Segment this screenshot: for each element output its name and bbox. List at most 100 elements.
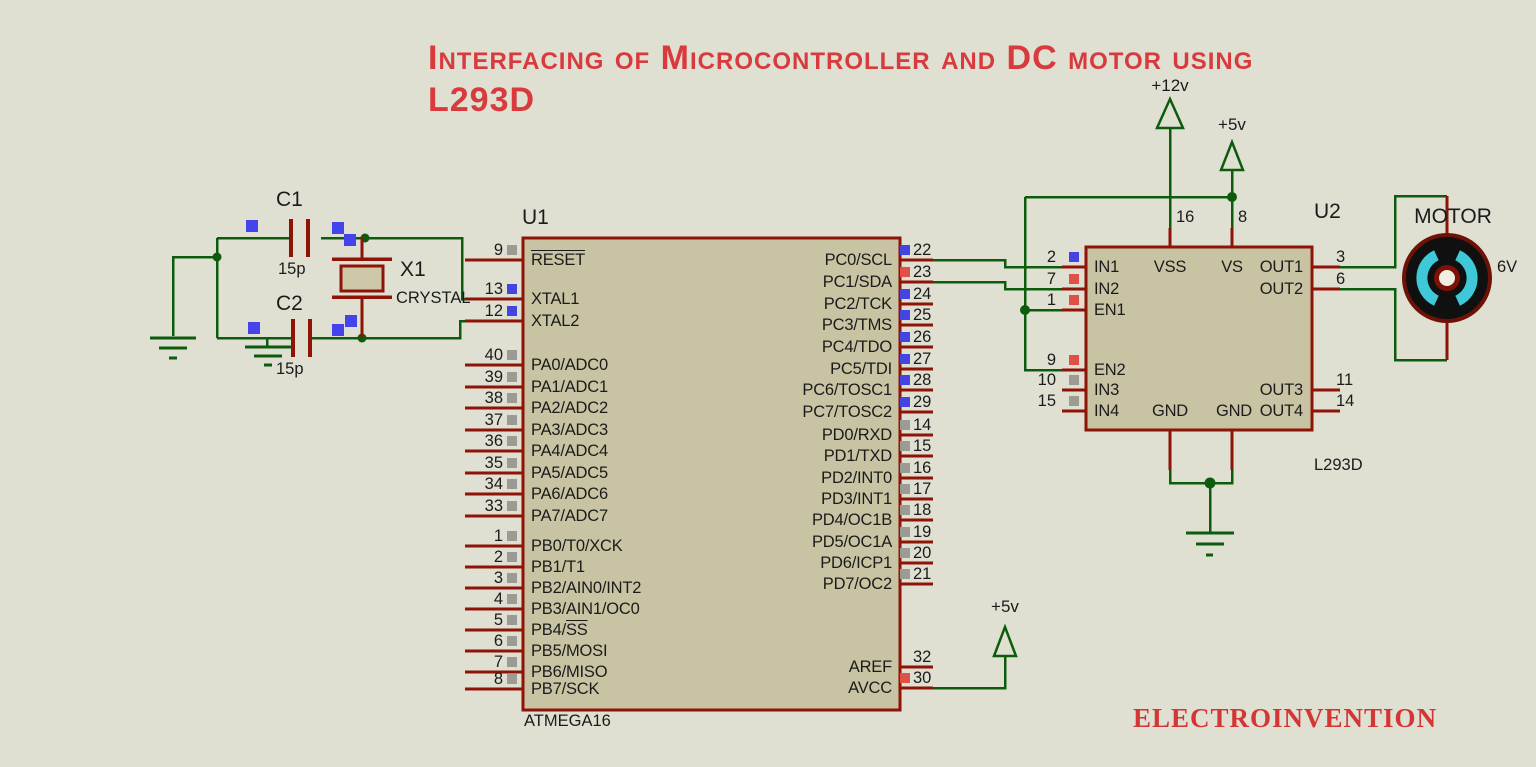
pin-name: EN1 [1094,301,1126,319]
pin-name: PB1/T1 [531,558,585,576]
pin-number: 2 [493,548,503,566]
u2-vss-label: VSS [1153,258,1187,276]
selection-square [344,234,356,246]
pin-name: PD3/INT1 [821,490,892,508]
pin-number: 25 [913,306,932,324]
wire-out2-to-motor [1340,287,1447,362]
pin-name: XTAL2 [531,312,580,330]
pin-number: 28 [913,371,932,389]
pin-name: PB4/SS [531,621,588,639]
pin-marker-gray [507,501,517,511]
pin-marker-gray [507,531,517,541]
pin-name: PD1/TXD [823,447,892,465]
pin-name: PD2/INT0 [821,469,892,487]
pin-marker-gray [507,415,517,425]
pin-marker-gray [900,548,910,558]
u1-ref: U1 [522,206,549,229]
pin-name: IN3 [1094,381,1120,399]
pin-name: PD6/ICP1 [820,554,892,572]
u1-chip-body [521,236,902,712]
pin-marker-gray [1069,396,1079,406]
pin-marker-gray [507,393,517,403]
pin-number: 18 [913,501,932,519]
pin-marker-blue [900,332,910,342]
pin-number: 35 [484,454,503,472]
u2-gnd-label-left: GND [1151,402,1189,420]
ground-symbols [150,336,1234,557]
pin-number: 3 [1336,248,1346,266]
pin-number: 7 [493,653,503,671]
pin-marker-gray [507,657,517,667]
pin-name: OUT4 [1259,402,1303,420]
pin-name: PC2/TCK [823,295,892,313]
pin-name: PA6/ADC6 [531,485,608,503]
motor-voltage: 6V [1497,258,1518,276]
u2-pin8-number: 8 [1238,208,1248,226]
pin-name: PC7/TOSC2 [802,403,892,421]
pin-name: PB6/MISO [531,663,608,681]
pin-name: PC5/TDI [830,360,892,378]
pin-marker-gray [507,636,517,646]
pin-number: 13 [484,280,503,298]
pin-name: PB5/MOSI [531,642,608,660]
pin-marker-red [1069,274,1079,284]
pin-marker-gray [900,505,910,515]
c1-value: 15p [278,260,306,278]
pin-name: IN4 [1094,402,1120,420]
pin-number: 11 [1336,371,1354,389]
crystal-body [339,264,385,293]
c2-ref: C2 [276,292,303,315]
pin-number: 5 [493,611,503,629]
pin-name: PA4/ADC4 [531,442,608,460]
pin-name: IN2 [1094,280,1120,298]
wire-en-vertical [1023,197,1062,372]
pin-marker-gray [507,350,517,360]
pin-marker-blue [900,310,910,320]
chip-bodies [521,236,1314,712]
pin-number: 6 [493,632,503,650]
pin-number: 40 [484,346,503,364]
pin-number: 17 [913,480,932,498]
pin-marker-blue [900,375,910,385]
pin-name: PA1/ADC1 [531,378,608,396]
pin-number: 1 [1046,291,1056,309]
pin-number: 20 [913,544,932,562]
pin-name: PB3/AIN1/OC0 [531,600,640,618]
pin-marker-gray [507,479,517,489]
pin-marker-gray [507,594,517,604]
pin-name: IN1 [1094,258,1120,276]
u2-gnd-label-right: GND [1215,402,1253,420]
u2-part: L293D [1314,456,1363,474]
c1-ref: C1 [276,188,303,211]
pin-name: AREF [848,658,892,676]
pin-name: PB2/AIN0/INT2 [531,579,642,597]
pin-marker-gray [900,569,910,579]
selection-square [248,322,260,334]
selection-square [246,220,258,232]
pin-name: PC3/TMS [821,316,892,334]
pin-name: PA0/ADC0 [531,356,608,374]
pin-number: 23 [913,263,932,281]
pin-number: 16 [913,459,932,477]
dc-motor-icon [1402,233,1492,323]
power-arrow-avcc-5v [992,623,1018,658]
pin-number: 10 [1037,371,1056,389]
crystal-label: CRYSTAL [396,289,471,307]
power-arrow-12v [1155,95,1185,130]
pin-number: 14 [1336,392,1355,410]
pin-number: 30 [913,669,932,687]
ground-symbol-l293d [1186,531,1234,557]
pin-marker-blue [1069,252,1079,262]
pin-name: PC6/TOSC1 [802,381,892,399]
pin-number: 33 [484,497,503,515]
pin-marker-red [1069,295,1079,305]
page-title-line2: L293D [428,81,536,119]
pin-marker-gray [900,463,910,473]
selection-square [332,222,344,234]
pin-name: OUT1 [1259,258,1303,276]
pin-name: OUT3 [1259,381,1303,399]
pin-number: 8 [493,670,503,688]
pin-name: PA2/ADC2 [531,399,608,417]
pin-number: 19 [913,523,932,541]
